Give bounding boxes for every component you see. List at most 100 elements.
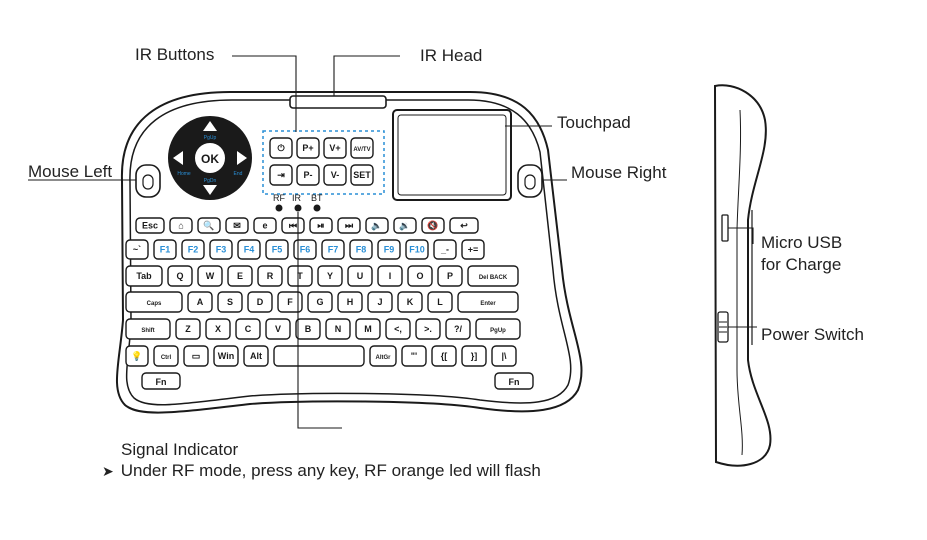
key[interactable]: L (427, 291, 453, 313)
key[interactable]: e (253, 217, 277, 234)
key[interactable]: 🔇 (421, 217, 445, 234)
fn-key-left[interactable]: Fn (141, 372, 181, 390)
dpad-left-arrow-icon[interactable] (173, 151, 183, 165)
key[interactable]: P (437, 265, 463, 287)
key[interactable]: A (187, 291, 213, 313)
key[interactable]: F10 (405, 239, 429, 260)
key[interactable]: N (325, 318, 351, 340)
key[interactable]: Z (175, 318, 201, 340)
key[interactable]: V+ (323, 137, 347, 159)
key[interactable]: Shift (125, 318, 171, 340)
key[interactable]: Q (167, 265, 193, 287)
key-label: ⇥ (277, 170, 285, 180)
key[interactable]: ⇥ (269, 164, 293, 186)
key-label: _- (440, 245, 449, 255)
key[interactable]: C (235, 318, 261, 340)
key[interactable]: ?/ (445, 318, 471, 340)
key[interactable]: F6 (293, 239, 317, 260)
key[interactable]: 🔈 (365, 217, 389, 234)
key[interactable]: Del BACK (467, 265, 519, 287)
key[interactable]: E (227, 265, 253, 287)
key[interactable]: SET (350, 164, 374, 186)
key[interactable]: Win (213, 345, 239, 367)
key[interactable]: F8 (349, 239, 373, 260)
mouse-right-button[interactable] (517, 164, 543, 198)
key[interactable]: |\ (491, 345, 517, 367)
key[interactable]: S (217, 291, 243, 313)
key[interactable]: {[ (431, 345, 457, 367)
key-label: 🔈 (371, 221, 382, 232)
key[interactable]: "' (401, 345, 427, 367)
key[interactable]: W (197, 265, 223, 287)
dpad-up-arrow-icon[interactable] (203, 121, 217, 131)
key[interactable]: Esc (135, 217, 165, 234)
key-label: F3 (216, 245, 227, 255)
key[interactable]: ↩ (449, 217, 479, 234)
key[interactable]: F2 (181, 239, 205, 260)
key[interactable]: O (407, 265, 433, 287)
key[interactable]: ⏭ (337, 217, 361, 234)
key[interactable]: P+ (296, 137, 320, 159)
key[interactable]: 💡 (125, 345, 149, 367)
key[interactable]: Ctrl (153, 345, 179, 367)
key[interactable]: 🔉 (393, 217, 417, 234)
key[interactable]: F4 (237, 239, 261, 260)
key-label: P (447, 271, 453, 281)
key[interactable]: F9 (377, 239, 401, 260)
key[interactable]: X (205, 318, 231, 340)
key[interactable]: D (247, 291, 273, 313)
key[interactable]: ⌂ (169, 217, 193, 234)
key[interactable]: Tab (125, 265, 163, 287)
key[interactable]: >. (415, 318, 441, 340)
key[interactable]: U (347, 265, 373, 287)
key[interactable]: 🔍 (197, 217, 221, 234)
key[interactable]: Y (317, 265, 343, 287)
key[interactable] (273, 345, 365, 367)
mouse-left-button[interactable] (135, 164, 161, 198)
dpad-down-arrow-icon[interactable] (203, 185, 217, 195)
key[interactable]: F1 (153, 239, 177, 260)
key[interactable]: _- (433, 239, 457, 260)
key[interactable]: P- (296, 164, 320, 186)
key[interactable]: G (307, 291, 333, 313)
key-label: ⏯ (317, 221, 324, 231)
key[interactable]: K (397, 291, 423, 313)
fn-key-right[interactable]: Fn (494, 372, 534, 390)
key[interactable]: Alt (243, 345, 269, 367)
key[interactable]: += (461, 239, 485, 260)
key-label: += (468, 245, 479, 255)
key[interactable]: J (367, 291, 393, 313)
key[interactable]: ⏮ (281, 217, 305, 234)
key[interactable]: F3 (209, 239, 233, 260)
key[interactable]: }] (461, 345, 487, 367)
key-label: 🔉 (399, 221, 410, 232)
key[interactable]: I (377, 265, 403, 287)
key[interactable]: <, (385, 318, 411, 340)
key[interactable]: AV/TV (350, 137, 374, 159)
key[interactable]: PgUp (475, 318, 521, 340)
key[interactable]: ~` (125, 239, 149, 260)
key[interactable]: V (265, 318, 291, 340)
key[interactable]: Caps (125, 291, 183, 313)
key[interactable]: V- (323, 164, 347, 186)
touchpad[interactable] (392, 109, 512, 201)
dpad-right-arrow-icon[interactable] (237, 151, 247, 165)
key[interactable]: ⏯ (309, 217, 333, 234)
key[interactable]: F5 (265, 239, 289, 260)
key[interactable]: ✉ (225, 217, 249, 234)
key[interactable]: H (337, 291, 363, 313)
dpad: OK PgUp PgDn Home End (168, 116, 252, 200)
key[interactable]: AltGr (369, 345, 397, 367)
key[interactable]: Enter (457, 291, 519, 313)
key-label: Q (176, 271, 183, 281)
key[interactable]: ▭ (183, 345, 209, 367)
key[interactable]: ⏻ (269, 137, 293, 159)
ok-button[interactable] (193, 141, 227, 175)
key[interactable]: T (287, 265, 313, 287)
key[interactable]: B (295, 318, 321, 340)
indicator-bt-led (313, 204, 321, 212)
key[interactable]: R (257, 265, 283, 287)
key[interactable]: F (277, 291, 303, 313)
key[interactable]: M (355, 318, 381, 340)
key[interactable]: F7 (321, 239, 345, 260)
